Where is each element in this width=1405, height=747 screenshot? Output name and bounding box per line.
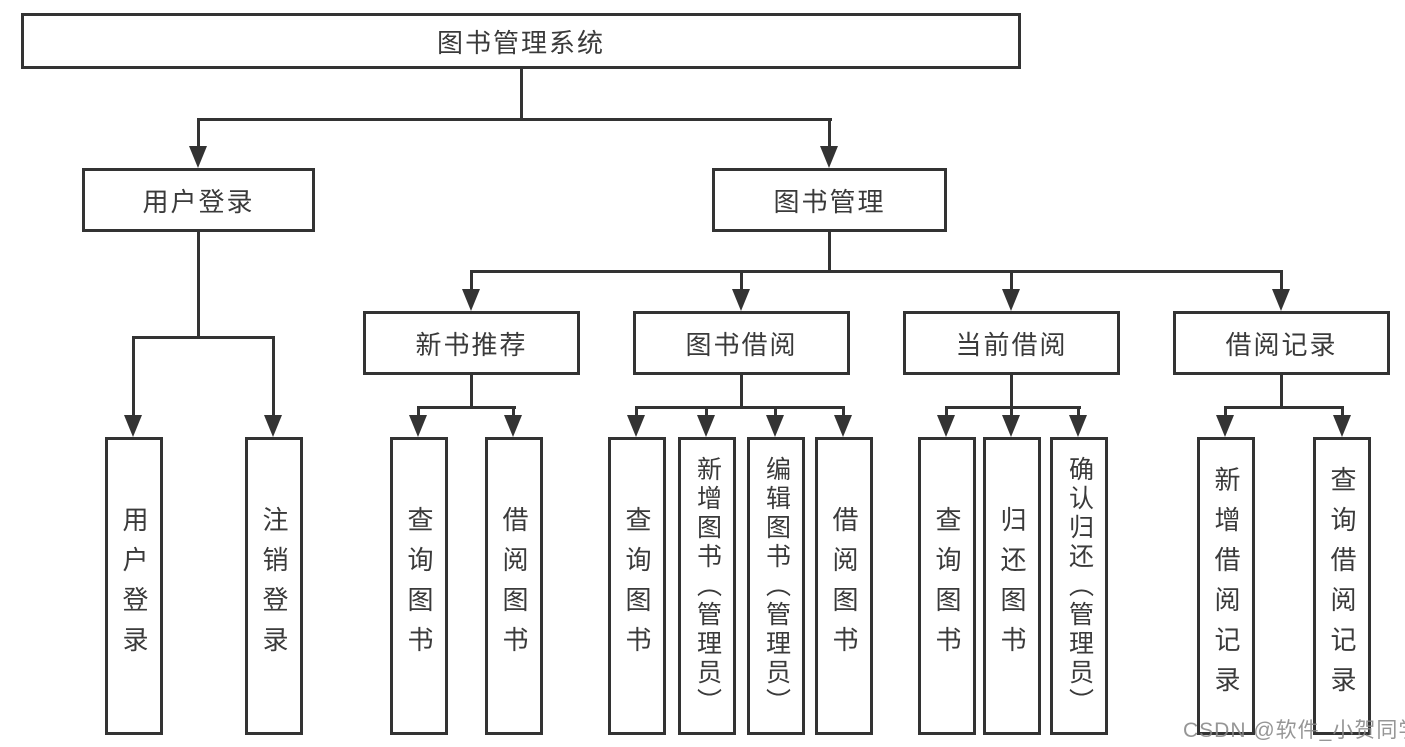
node-label: 借阅记录 [1225,329,1338,360]
connector-stem [740,375,743,409]
connector-to-leaf [774,409,777,417]
node-label: 图书管理系统 [436,27,605,58]
node-new-book-recommendation: 新书推荐 [363,311,580,375]
leaf-label: 借阅图书 [829,506,859,666]
arrow-down-icon [697,415,715,437]
leaf-label: 新增借阅记录 [1211,466,1241,706]
arrow-down-icon [1216,415,1234,437]
arrow-down-icon [834,415,852,437]
leaf-label: 确认归还（管理员） [1065,455,1094,717]
leaf-edit-books-admin: 编辑图书（管理员） [747,437,805,735]
connector-branch [1224,406,1344,409]
arrow-down-icon [627,415,645,437]
arrow-down-icon [766,415,784,437]
arrow-down-icon [1002,289,1020,311]
connector-branch [417,406,516,409]
node-user-login: 用户登录 [82,168,315,232]
node-label: 当前借阅 [955,329,1068,360]
node-label: 用户登录 [142,186,255,217]
arrow-down-icon [189,146,207,168]
leaf-query-borrow-record: 查询借阅记录 [1313,437,1371,735]
connector-user-login-stem [197,232,200,339]
leaf-confirm-return-admin: 确认归还（管理员） [1050,437,1108,735]
node-label: 图书管理 [773,186,886,217]
leaf-label: 查询图书 [932,506,962,666]
node-book-management: 图书管理 [712,168,947,232]
leaf-label: 用户登录 [119,506,149,666]
connector-book-management-stem [828,232,831,273]
arrow-down-icon [1069,415,1087,437]
connector-to-leaf [272,339,275,415]
arrow-down-icon [1002,415,1020,437]
watermark: CSDN @软件_小贺同学 [1183,719,1405,742]
leaf-borrow-books-borrowing: 借阅图书 [815,437,873,735]
connector-stem [1010,375,1013,409]
arrow-down-icon [1333,415,1351,437]
leaf-label: 注销登录 [259,506,289,666]
connector-to-leaf [945,409,948,417]
leaf-borrow-books-recommend: 借阅图书 [485,437,543,735]
connector-to-leaf [705,409,708,417]
connector-user-login-branch [132,336,275,339]
leaf-logout: 注销登录 [245,437,303,735]
leaf-label: 查询图书 [404,506,434,666]
leaf-label: 归还图书 [997,506,1027,666]
connector-to-leaf [132,339,135,415]
leaf-add-books-admin: 新增图书（管理员） [678,437,736,735]
connector-to-leaf [1224,409,1227,417]
arrow-down-icon [820,146,838,168]
leaf-label: 编辑图书（管理员） [762,455,791,717]
connector-branch [635,406,845,409]
connector-book-management-branch [470,270,1283,273]
connector-root-stem [520,69,523,121]
connector-to-level3 [1010,273,1013,289]
leaf-add-borrow-record: 新增借阅记录 [1197,437,1255,735]
arrow-down-icon [732,289,750,311]
leaf-user-login: 用户登录 [105,437,163,735]
arrow-down-icon [124,415,142,437]
connector-to-book-management [828,121,831,148]
connector-stem [1280,375,1283,409]
node-label: 新书推荐 [415,329,528,360]
node-book-borrowing: 图书借阅 [633,311,850,375]
connector-to-user-login [197,121,200,148]
leaf-query-books-recommend: 查询图书 [390,437,448,735]
connector-to-leaf [1010,409,1013,417]
leaf-return-books: 归还图书 [983,437,1041,735]
connector-to-leaf [842,409,845,417]
connector-to-level3 [1280,273,1283,289]
leaf-query-books-current: 查询图书 [918,437,976,735]
arrow-down-icon [409,415,427,437]
node-label: 图书借阅 [685,329,798,360]
connector-to-leaf [417,409,420,417]
connector-to-level3 [470,273,473,289]
node-borrowing-records: 借阅记录 [1173,311,1390,375]
arrow-down-icon [264,415,282,437]
arrow-down-icon [504,415,522,437]
connector-to-leaf [635,409,638,417]
arrow-down-icon [1272,289,1290,311]
leaf-label: 新增图书（管理员） [693,455,722,717]
leaf-label: 查询借阅记录 [1327,466,1357,706]
leaf-label: 查询图书 [622,506,652,666]
leaf-query-books-borrowing: 查询图书 [608,437,666,735]
node-current-borrowing: 当前借阅 [903,311,1120,375]
arrow-down-icon [937,415,955,437]
connector-to-level3 [740,273,743,289]
connector-to-leaf [1341,409,1344,417]
connector-branch [945,406,1081,409]
connector-stem [470,375,473,409]
connector-to-leaf [512,409,515,417]
connector-root-branch [197,118,832,121]
leaf-label: 借阅图书 [499,506,529,666]
node-library-management-system: 图书管理系统 [21,13,1021,69]
arrow-down-icon [462,289,480,311]
connector-to-leaf [1077,409,1080,417]
